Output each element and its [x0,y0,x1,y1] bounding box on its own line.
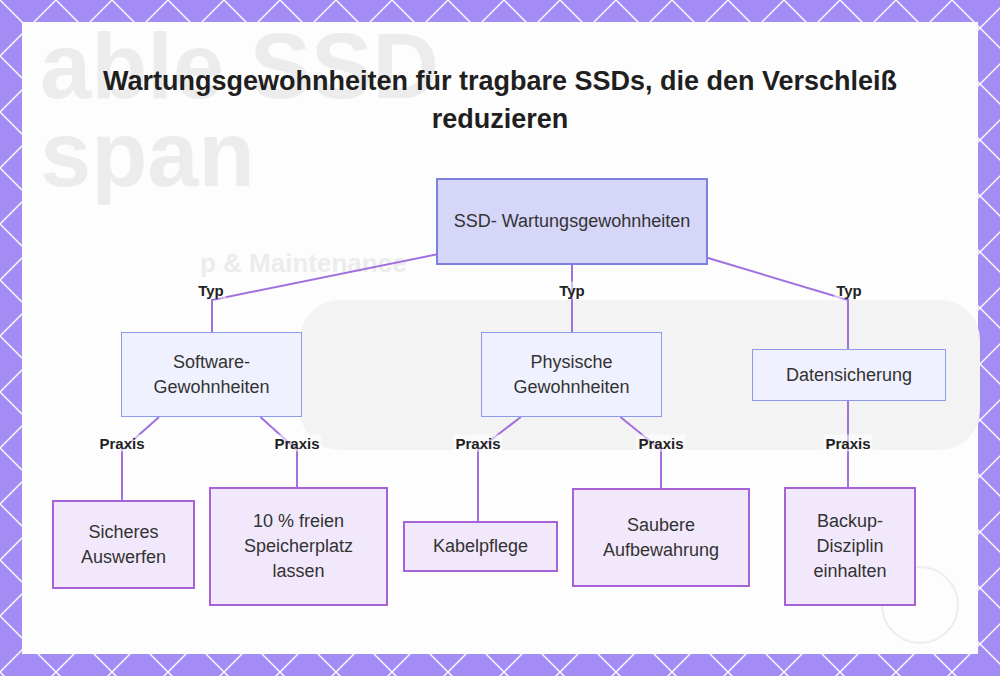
practice-box: 10 % freien Speicherplatz lassen [209,487,388,606]
category-box: Datensicherung [752,349,946,401]
node-text: 10 % freien Speicherplatz lassen [219,509,378,584]
practice-box: Saubere Aufbewahrung [572,488,750,587]
diagram-title: Wartungsgewohnheiten für tragbare SSDs, … [100,62,900,138]
node-text-wrap: Backup- Disziplin einhalten [794,509,906,584]
category-box: Software- Gewohnheiten [121,332,302,417]
node-text: Saubere Aufbewahrung [582,513,740,563]
node-text: Kabelpflege [433,534,528,559]
node-text-wrap: Kabelpflege [433,534,528,559]
edge-label: Praxis [823,435,872,452]
watermark-text: span [40,108,255,200]
node-text-wrap: Sicheres Auswerfen [62,520,185,570]
node-text: SSD- Wartungsgewohnheiten [454,209,690,234]
edge-label: Praxis [97,435,146,452]
node-text: Sicheres Auswerfen [62,520,185,570]
node-text: Datensicherung [786,363,912,388]
connector-line [708,258,848,349]
node-text: Software- Gewohnheiten [130,350,293,400]
edge-label: Typ [557,282,587,299]
node-text: Physische Gewohnheiten [490,350,653,400]
node-text-wrap: Saubere Aufbewahrung [582,513,740,563]
connector-line [260,417,297,487]
faded-photo-shape [300,300,980,450]
edge-label: Praxis [453,435,502,452]
edge-label: Praxis [272,435,321,452]
node-text-wrap: Datensicherung [786,363,912,388]
practice-box: Kabelpflege [403,521,558,572]
watermark-text: p & Maintenance [200,250,407,276]
node-text-wrap: Physische Gewohnheiten [490,350,653,400]
category-box: Physische Gewohnheiten [481,332,662,417]
connector-line [620,417,661,488]
connector-line [478,417,521,521]
node-text-wrap: SSD- Wartungsgewohnheiten [454,209,690,234]
root-box: SSD- Wartungsgewohnheiten [436,178,708,265]
node-text: Backup- Disziplin einhalten [794,509,906,584]
practice-box: Backup- Disziplin einhalten [784,487,916,606]
edge-label: Typ [834,282,864,299]
node-text-wrap: 10 % freien Speicherplatz lassen [219,509,378,584]
practice-box: Sicheres Auswerfen [52,500,195,589]
edge-label: Praxis [636,435,685,452]
connector-line [122,417,159,500]
node-text-wrap: Software- Gewohnheiten [130,350,293,400]
edge-label: Typ [196,282,226,299]
connector-line [571,265,573,332]
connector-line [212,255,436,332]
